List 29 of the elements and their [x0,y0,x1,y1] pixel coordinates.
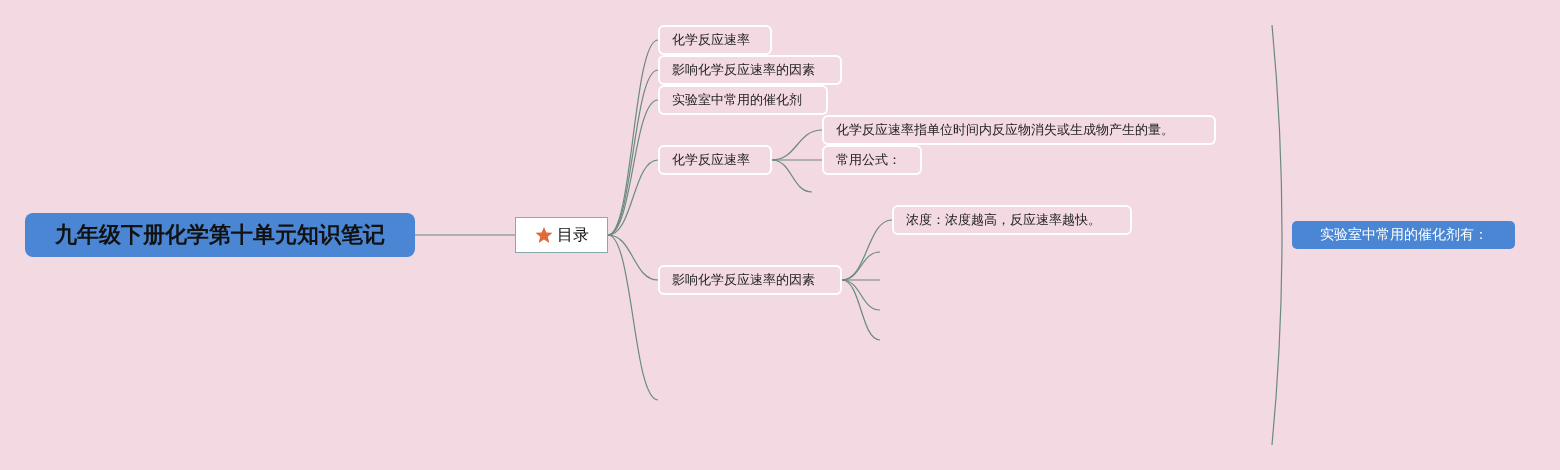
topic-label: 化学反应速率 [672,31,750,49]
branch-line [607,39,659,236]
topic-label: 常用公式： [836,151,901,169]
topic-label: 化学反应速率指单位时间内反应物消失或生成物产生的量。 [836,121,1174,139]
topic-label: 化学反应速率 [672,151,750,169]
topic-box [658,85,828,115]
topic-box [892,205,1132,235]
topic-box [822,115,1216,145]
topic-box [658,265,842,295]
topic-box [658,145,772,175]
topic-label: 浓度：浓度越高，反应速率越快。 [906,211,1101,229]
topic-label: 目录 [556,224,589,246]
topic-box [658,55,842,85]
branch-line [607,234,659,401]
map-title: 九年级下册化学第十单元知识笔记 [55,221,385,249]
note-box [1292,221,1515,249]
topic-label: 影响化学反应速率的因素 [672,271,815,289]
branch-line [771,159,823,161]
branch-line [841,279,881,311]
topic-label: 影响化学反应速率的因素 [672,61,815,79]
topic-box [658,25,772,55]
branch-line [414,234,516,236]
branch-line [841,279,881,341]
branch-line [771,159,813,193]
topic-label: 实验室中常用的催化剂 [672,91,802,109]
toc-box [515,217,608,253]
topic-label: 实验室中常用的催化剂有： [1319,226,1488,244]
topic-box [822,145,922,175]
title-box [25,213,415,257]
